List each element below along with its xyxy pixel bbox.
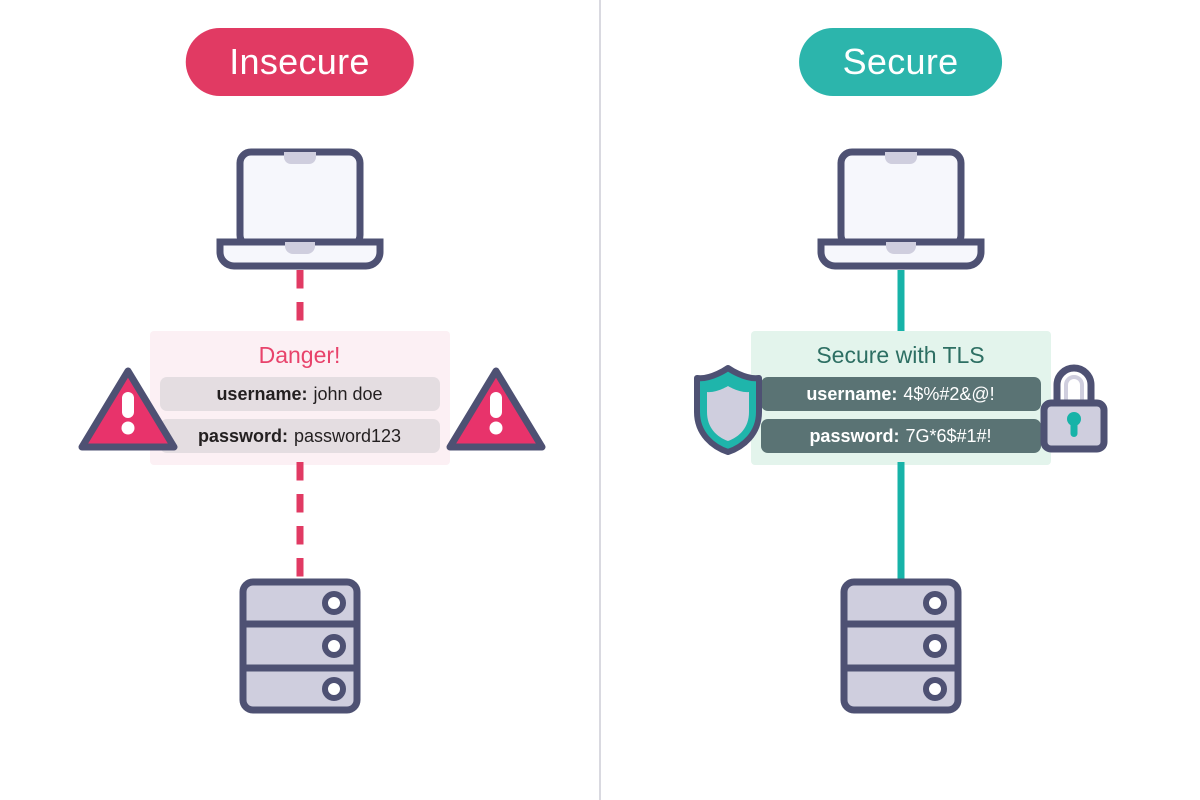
tls-heading: Secure with TLS — [816, 342, 985, 368]
secure-credentials-panel: Secure with TLS username: 4$%#2&@! passw… — [750, 331, 1051, 466]
warning-triangle-icon — [78, 366, 178, 452]
padlock-icon — [1039, 357, 1109, 453]
danger-heading: Danger! — [258, 342, 341, 368]
laptop-icon — [214, 148, 386, 270]
connection-line-top — [897, 270, 904, 332]
credential-value: 7G*6$#1#! — [905, 425, 992, 446]
panel-divider — [599, 0, 601, 800]
secure-panel: Secure Secure with TLS username: 4$%#2&@… — [601, 0, 1200, 800]
insecure-panel: Insecure Danger! username: john doe pass… — [0, 0, 599, 800]
connection-line-top — [296, 270, 303, 332]
server-icon — [840, 578, 962, 714]
credential-value: 4$%#2&@! — [903, 383, 995, 404]
laptop-icon — [815, 148, 987, 270]
warning-triangle-icon — [446, 366, 546, 452]
shield-icon — [693, 364, 763, 456]
credential-value: john doe — [313, 383, 383, 404]
credential-row-username: username: john doe — [159, 377, 440, 412]
credential-key: password: — [809, 425, 900, 446]
credential-row-username: username: 4$%#2&@! — [760, 377, 1041, 412]
credential-value: password123 — [293, 425, 402, 446]
credential-key: username: — [806, 383, 898, 404]
insecure-title-badge: Insecure — [185, 28, 414, 96]
secure-title-badge: Secure — [798, 28, 1003, 96]
credential-row-password: password: 7G*6$#1#! — [760, 419, 1041, 454]
connection-line-bottom — [296, 462, 303, 580]
credential-row-password: password: password123 — [159, 419, 440, 454]
server-icon — [239, 578, 361, 714]
credential-key: username: — [216, 383, 308, 404]
connection-line-bottom — [897, 462, 904, 580]
credential-key: password: — [197, 425, 288, 446]
insecure-credentials-panel: Danger! username: john doe password: pas… — [149, 331, 450, 466]
